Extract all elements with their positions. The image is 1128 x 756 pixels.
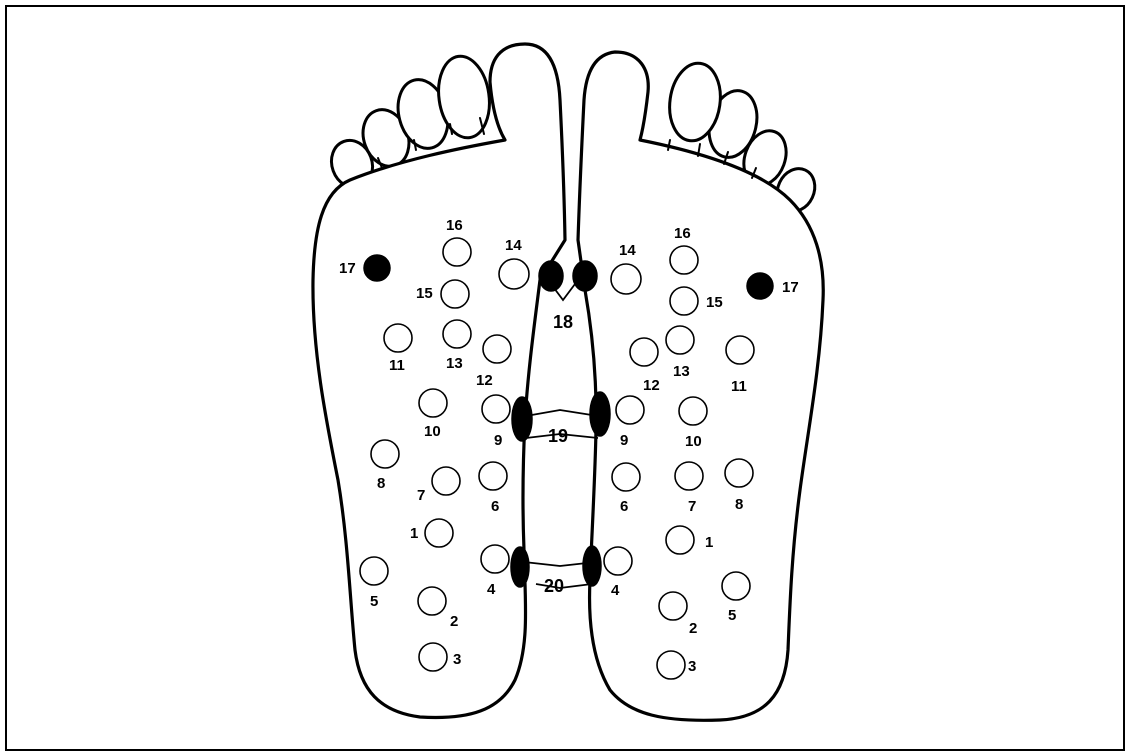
zone-20-label: 20 [544, 576, 564, 596]
left-point-11-label: 11 [389, 357, 405, 374]
right-point-6-marker [612, 463, 640, 491]
left-point-16-marker [443, 238, 471, 266]
right-point-11-marker [726, 336, 754, 364]
left-point-5-label: 5 [370, 593, 378, 610]
left-point-12-marker [483, 335, 511, 363]
left-point-9-marker [482, 395, 510, 423]
zone-19-top-line [526, 410, 598, 416]
left-point-6-marker [479, 462, 507, 490]
left-point-3-marker [419, 643, 447, 671]
left-point-10-marker [419, 389, 447, 417]
right-point-3-label: 3 [688, 658, 696, 675]
right-point-11-label: 11 [731, 378, 747, 395]
left-point-15-marker [441, 280, 469, 308]
right-point-13-label: 13 [673, 363, 690, 380]
right-point-9-label: 9 [620, 432, 628, 449]
right-point-13-marker [666, 326, 694, 354]
left-point-1-label: 1 [410, 525, 418, 542]
right-point-4-label: 4 [611, 582, 620, 599]
right-point-10-marker [679, 397, 707, 425]
left-point-15-label: 15 [416, 285, 433, 302]
right-point-7-label: 7 [688, 498, 696, 515]
right-point-3-marker [657, 651, 685, 679]
zone-20-left-point [511, 547, 529, 587]
right-point-8-marker [725, 459, 753, 487]
right-point-7-marker [675, 462, 703, 490]
left-point-2-label: 2 [450, 613, 458, 630]
left-point-7-marker [432, 467, 460, 495]
right-point-14-label: 14 [619, 242, 636, 259]
figure-border [6, 6, 1124, 750]
left-point-13-marker [443, 320, 471, 348]
left-point-3-label: 3 [453, 651, 461, 668]
left-point-13-label: 13 [446, 355, 463, 372]
left-point-10-label: 10 [424, 423, 441, 440]
left-point-14-marker [499, 259, 529, 289]
zone-20-right-point [583, 546, 601, 586]
right-point-5-marker [722, 572, 750, 600]
left-point-8-marker [371, 440, 399, 468]
right-point-16-label: 16 [674, 225, 691, 242]
right-point-4-marker [604, 547, 632, 575]
right-point-15-label: 15 [706, 294, 723, 311]
right-point-1-label: 1 [705, 534, 713, 551]
right-foot [578, 52, 823, 720]
right-point-1-marker [666, 526, 694, 554]
right-point-2-label: 2 [689, 620, 697, 637]
zone-18-left-point [539, 261, 563, 291]
left-point-8-label: 8 [377, 475, 385, 492]
right-point-10-label: 10 [685, 433, 702, 450]
right-point-16-marker [670, 246, 698, 274]
zone-19-label: 19 [548, 426, 568, 446]
left-point-2-marker [418, 587, 446, 615]
right-point-15-marker [670, 287, 698, 315]
left-point-4-marker [481, 545, 509, 573]
right-point-2-marker [659, 592, 687, 620]
left-point-9-label: 9 [494, 432, 502, 449]
right-point-5-label: 5 [728, 607, 736, 624]
zone-19-right-point [590, 392, 610, 436]
right-point-12-marker [630, 338, 658, 366]
right-point-14-marker [611, 264, 641, 294]
right-point-9-marker [616, 396, 644, 424]
left-point-16-label: 16 [446, 217, 463, 234]
zone-18-right-point [573, 261, 597, 291]
right-point-17-label: 17 [782, 279, 799, 296]
left-point-5-marker [360, 557, 388, 585]
left-point-6-label: 6 [491, 498, 499, 515]
left-point-17-marker [364, 255, 390, 281]
left-point-17-label: 17 [339, 260, 356, 277]
right-point-6-label: 6 [620, 498, 628, 515]
right-point-12-label: 12 [643, 377, 660, 394]
left-foot [313, 44, 565, 718]
left-point-7-label: 7 [417, 487, 425, 504]
right-point-17-marker [747, 273, 773, 299]
zone-18-label: 18 [553, 312, 573, 332]
left-point-14-label: 14 [505, 237, 522, 254]
left-point-12-label: 12 [476, 372, 493, 389]
left-point-1-marker [425, 519, 453, 547]
zone-19-left-point [512, 397, 532, 441]
right-point-8-label: 8 [735, 496, 743, 513]
left-point-4-label: 4 [487, 581, 496, 598]
left-point-11-marker [384, 324, 412, 352]
